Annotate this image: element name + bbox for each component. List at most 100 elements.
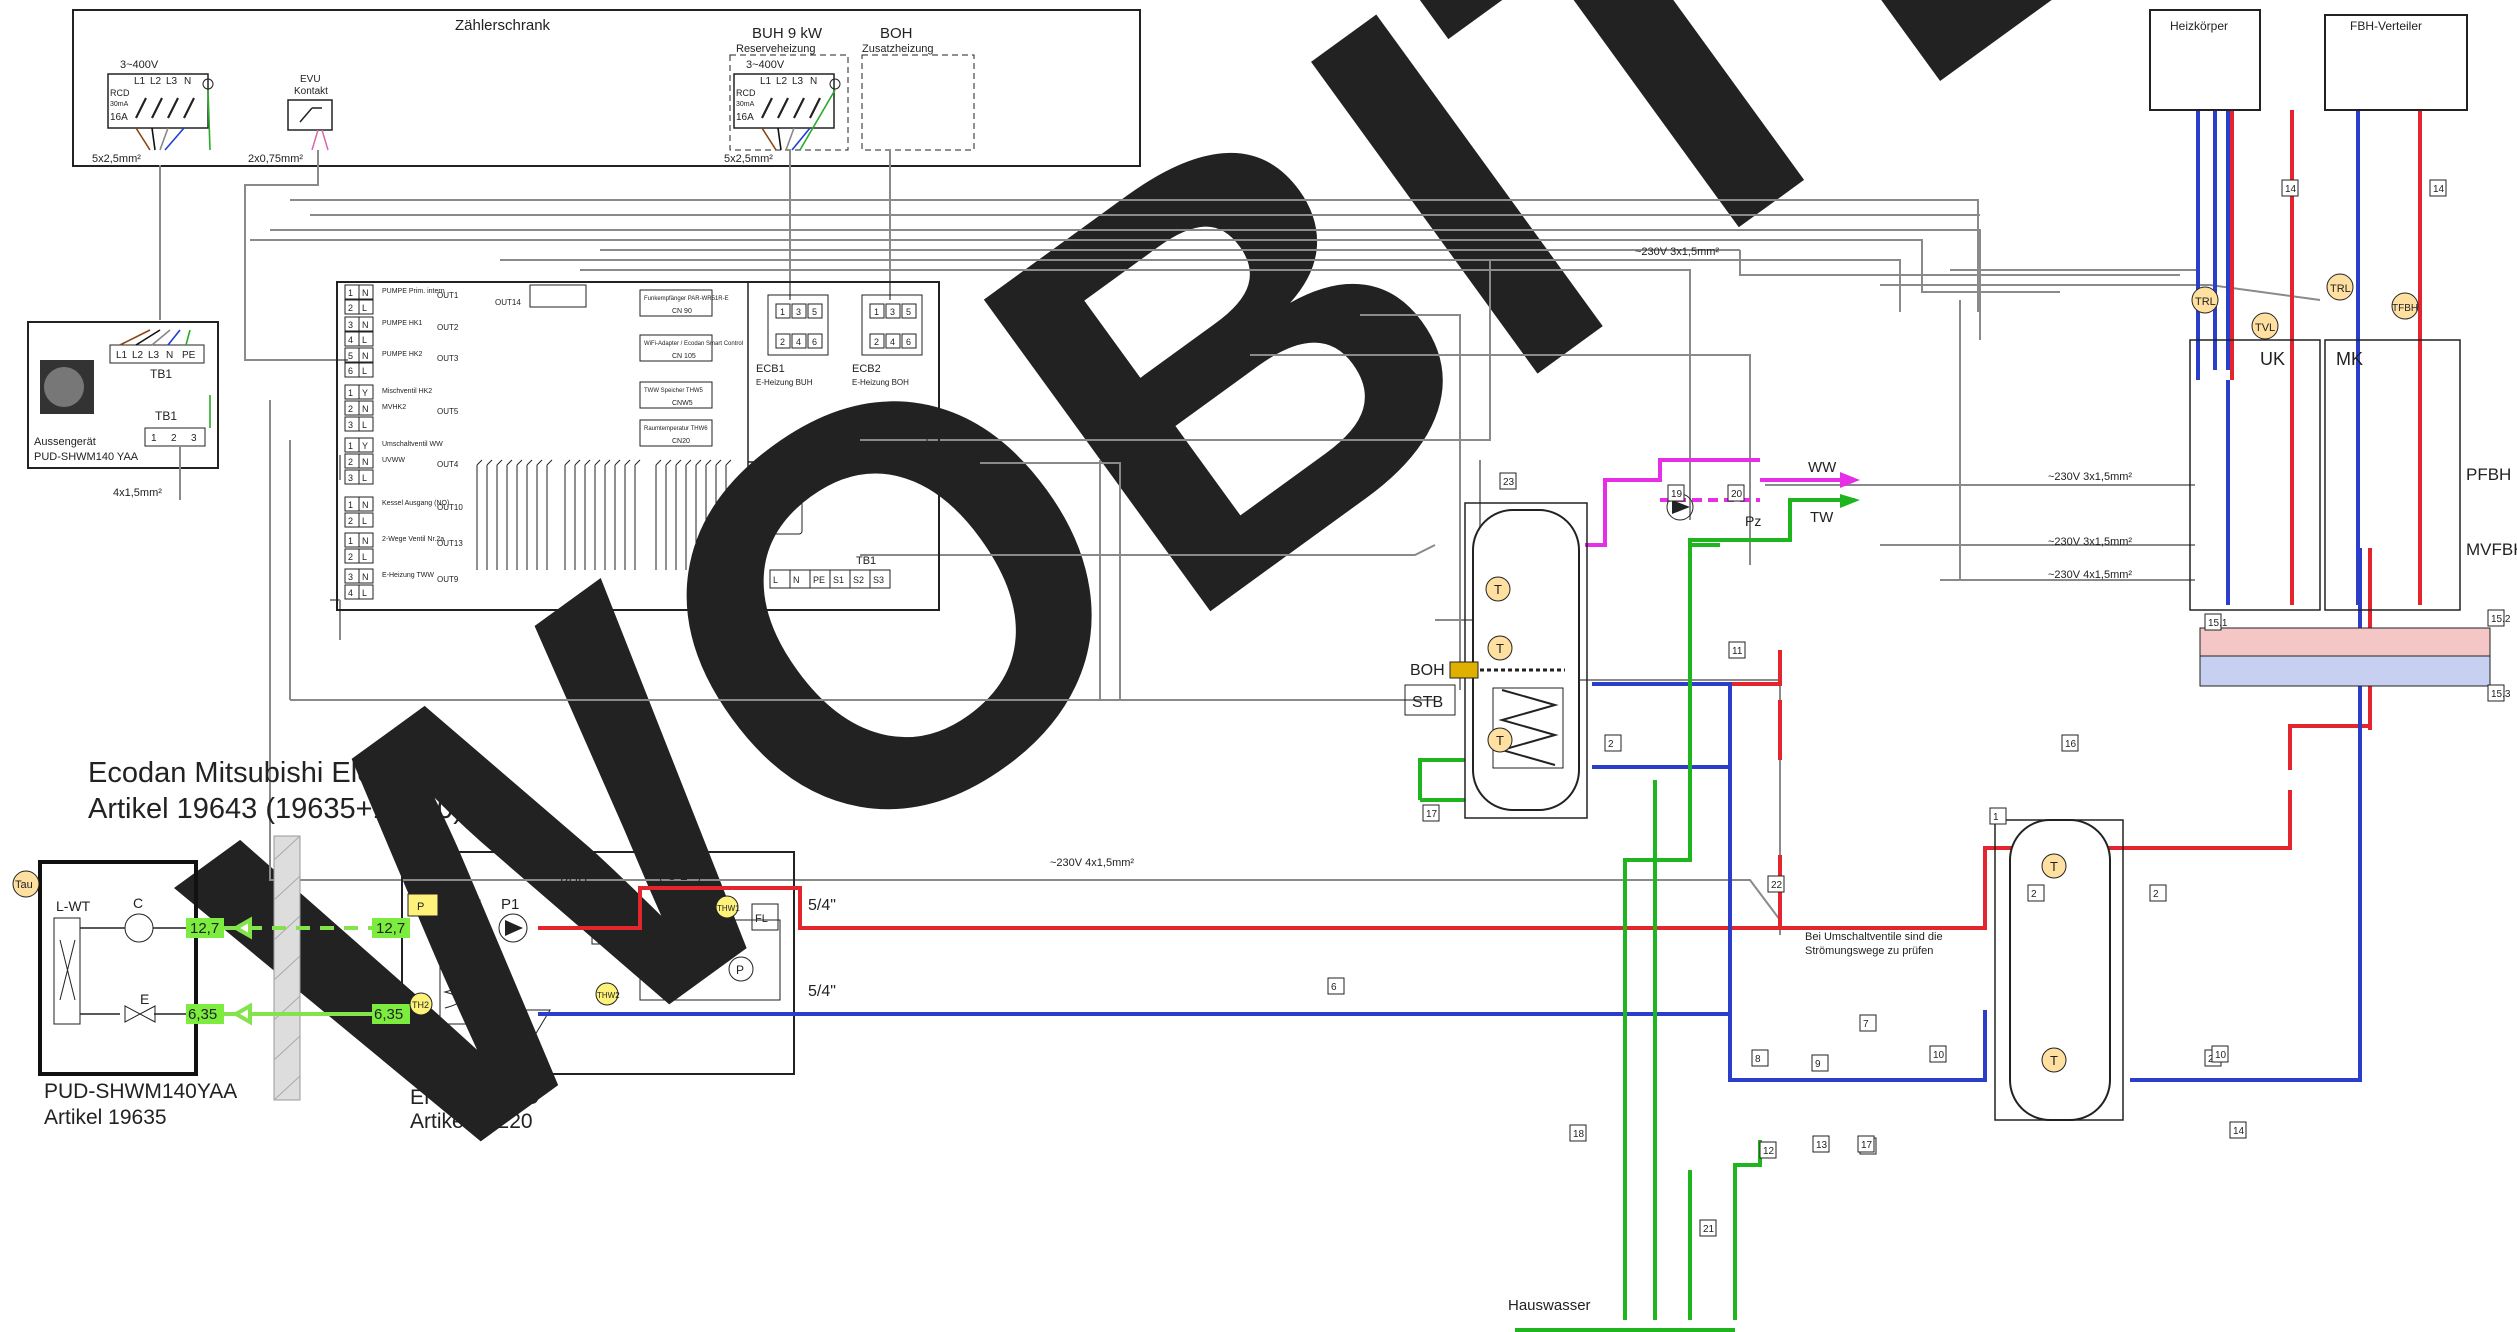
component-number: 15.2	[2491, 614, 2511, 625]
dhw-outputs: WW TW Pz Hauswasser	[1508, 459, 1860, 1314]
ecb1-sub: E-Heizung BUH	[756, 378, 813, 387]
rcd-label: RCD	[110, 88, 130, 98]
conn-lower: 5/4"	[808, 983, 836, 1000]
output-name: Umschaltventil WW	[382, 441, 443, 448]
boh-label: BOH	[1410, 662, 1445, 679]
module-cn: CNW5	[672, 400, 693, 407]
refrigerant-lines	[224, 916, 400, 1026]
t-sensor-icon: T	[1494, 582, 1502, 597]
expansion-vessel-icon	[659, 854, 701, 896]
expansion-valve-icon	[124, 1005, 156, 1023]
tfbh-label: TFBH	[2392, 303, 2418, 314]
component-number: 8	[1755, 1054, 1761, 1065]
mk-label: MK	[2336, 349, 2363, 369]
output-terminal-line: N	[362, 288, 369, 298]
relay-terminal: 3	[796, 307, 801, 317]
supply-label-buh: 3~400V	[746, 59, 785, 71]
cable-voltage-1: ~230V 3x1,5mm²	[1635, 246, 1719, 258]
output-terminal-line: L	[362, 366, 367, 376]
svg-text:L3: L3	[166, 76, 178, 87]
output-name: 2-Wege Ventil Nr.2a	[382, 536, 444, 543]
outdoor-tb1-bottom: TB1	[155, 409, 177, 423]
module-label: TWW Speicher THW5	[644, 388, 704, 394]
svg-text:N: N	[810, 76, 817, 87]
evu-label-2: Kontakt	[294, 86, 328, 97]
tb1-terminal: S1	[833, 575, 844, 585]
svg-text:L2: L2	[150, 76, 162, 87]
output-terminal-line: L	[362, 552, 367, 562]
relay-terminal: 6	[812, 337, 817, 347]
buh-title: BUH 9 kW	[752, 25, 823, 42]
evu-label: EVU	[300, 74, 321, 85]
consumers: Heizkörper FBH-Verteiler	[2149, 9, 2468, 111]
boh-box	[861, 54, 975, 151]
heizkoerper-label: Heizkörper	[2170, 19, 2228, 33]
compressor-label: C	[133, 895, 143, 911]
outdoor-article: Artikel 19635	[44, 1106, 167, 1129]
conn-upper: 5/4"	[808, 897, 836, 914]
component-number: 17	[1861, 1140, 1873, 1151]
output-id: OUT2	[437, 323, 459, 332]
stb-box	[1404, 684, 1456, 716]
fbh-label: FBH-Verteiler	[2350, 19, 2422, 33]
component-number: 2	[2153, 889, 2159, 900]
accessory-modules: Funkempfänger PAR-WR51R-ECN 90WiFi-Adapt…	[639, 289, 743, 447]
svg-text:L2: L2	[776, 76, 788, 87]
output-terminal-line: N	[362, 351, 369, 361]
output-terminal-num: 2	[348, 516, 353, 526]
cable-labels: ~230V 3x1,5mm² ~230V 3x1,5mm² ~230V 3x1,…	[1050, 246, 2132, 869]
output-terminal-num: 3	[348, 320, 353, 330]
output-id: OUT4	[437, 460, 459, 469]
outdoor-box-model: PUD-SHWM140 YAA	[34, 451, 139, 463]
svg-text:2: 2	[171, 433, 177, 444]
output-name: MVHK2	[382, 404, 406, 411]
output-terminal-line: L	[362, 473, 367, 483]
component-number: 15.3	[2491, 689, 2511, 700]
buh-label-1: 9 kW	[558, 858, 588, 873]
output-terminal-num: 2	[348, 552, 353, 562]
cable-label-2: 2x0,75mm²	[248, 153, 303, 165]
fbh-box	[2324, 14, 2468, 111]
hydrobox-label: Hydrobox EHSD	[760, 467, 841, 479]
svg-text:L1: L1	[116, 350, 128, 361]
output-terminal-num: 4	[348, 588, 353, 598]
buh-heater-icon	[591, 887, 615, 945]
indoor-pipe-upper: 12,7	[376, 920, 405, 937]
component-number: 9	[1815, 1059, 1821, 1070]
t-sensor-icon: T	[1496, 641, 1504, 656]
outdoor-tb1-top: TB1	[150, 367, 172, 381]
svg-text:30mA: 30mA	[736, 101, 755, 108]
output-id: OUT3	[437, 354, 459, 363]
ww-label: WW	[1808, 459, 1837, 476]
tb1-terminal: S3	[873, 575, 884, 585]
pfbh-label: PFBH	[2466, 465, 2511, 484]
ecb2-relay: ECB2 E-Heizung BOH	[852, 294, 923, 387]
hydrobox-tb1: TB1	[856, 555, 876, 567]
tb1-terminal: L	[773, 575, 778, 585]
svg-text:L3: L3	[148, 350, 160, 361]
output-terminal-line: N	[362, 457, 369, 467]
svg-text:PE: PE	[182, 350, 196, 361]
breaker-rating: 16A	[110, 112, 128, 123]
module-label: WiFi-Adapter / Ecodan Smart Control	[644, 341, 743, 347]
t-sensor-icon: T	[1496, 733, 1504, 748]
output-terminal-line: N	[362, 500, 369, 510]
component-number: 23	[1503, 477, 1515, 488]
buh-label-2: BUH	[560, 874, 587, 889]
relay-terminal: 5	[812, 307, 817, 317]
boh-heater-icon	[1449, 661, 1479, 679]
relay-terminal: 1	[874, 307, 879, 317]
output-terminal-num: 1	[348, 536, 353, 546]
cable-label-1: 5x2,5mm²	[92, 153, 141, 165]
svg-text:1: 1	[151, 433, 157, 444]
output-terminal-num: 1	[348, 288, 353, 298]
svg-text:L1: L1	[760, 76, 772, 87]
output-terminal-num: 3	[348, 473, 353, 483]
hydrobox: 12,7 6,35 P TH2 V int. 5,0L P1 9 kW BUH …	[372, 851, 836, 1133]
cable-voltage-2: ~230V 3x1,5mm²	[2048, 471, 2132, 483]
output-terminal-num: 1	[348, 441, 353, 451]
output-name: PUMPE HK2	[382, 351, 423, 358]
tb1-terminal: N	[793, 575, 800, 585]
